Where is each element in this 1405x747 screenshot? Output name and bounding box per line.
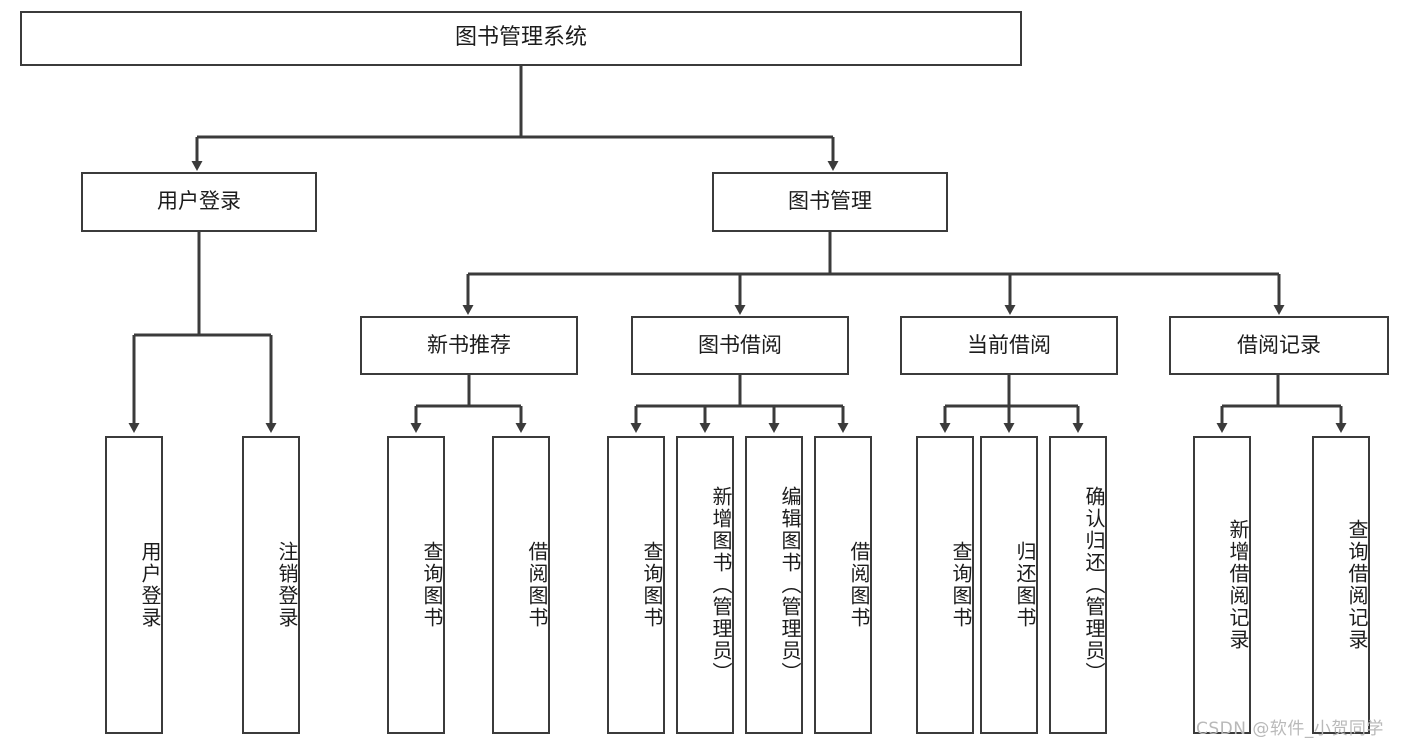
leaf-book-borrow-add[interactable]: 新增图书（管理员）: [676, 436, 734, 734]
leaf-new-book-query[interactable]: 查询图书: [387, 436, 445, 734]
node-label: 用户登录: [157, 189, 241, 214]
node-label: 用户登录: [138, 541, 162, 629]
node-label: 图书管理: [788, 189, 872, 214]
leaf-book-borrow-edit[interactable]: 编辑图书（管理员）: [745, 436, 803, 734]
leaf-user-login-login[interactable]: 用户登录: [105, 436, 163, 734]
node-label: 新增借阅记录: [1226, 519, 1250, 651]
node-label: 图书借阅: [698, 332, 782, 357]
node-label: 当前借阅: [967, 332, 1051, 357]
node-label: 归还图书: [1013, 541, 1037, 629]
node-label: 查询借阅记录: [1345, 519, 1369, 651]
node-label: 新增图书（管理员）: [709, 486, 733, 684]
node-current-borrow[interactable]: 当前借阅: [900, 316, 1118, 375]
leaf-current-borrow-confirm-return[interactable]: 确认归还（管理员）: [1049, 436, 1107, 734]
leaf-new-book-borrow[interactable]: 借阅图书: [492, 436, 550, 734]
node-label: 借阅图书: [847, 541, 871, 629]
leaf-borrow-record-add[interactable]: 新增借阅记录: [1193, 436, 1251, 734]
node-label: 查询图书: [420, 541, 444, 629]
node-label: 查询图书: [949, 541, 973, 629]
leaf-user-login-logout[interactable]: 注销登录: [242, 436, 300, 734]
node-user-login[interactable]: 用户登录: [81, 172, 317, 232]
leaf-book-borrow-query[interactable]: 查询图书: [607, 436, 665, 734]
node-label: 借阅图书: [525, 541, 549, 629]
node-borrow-record[interactable]: 借阅记录: [1169, 316, 1389, 375]
node-label: 新书推荐: [427, 332, 511, 357]
node-label: 注销登录: [275, 541, 299, 629]
node-label: 编辑图书（管理员）: [778, 486, 802, 684]
leaf-current-borrow-return[interactable]: 归还图书: [980, 436, 1038, 734]
node-root-library-system[interactable]: 图书管理系统: [20, 11, 1022, 66]
csdn-watermark: CSDN @软件_小贺同学: [1196, 719, 1384, 739]
node-label: 确认归还（管理员）: [1082, 486, 1106, 684]
leaf-borrow-record-query[interactable]: 查询借阅记录: [1312, 436, 1370, 734]
node-label: 借阅记录: [1237, 332, 1321, 357]
node-label: 图书管理系统: [454, 25, 587, 51]
leaf-current-borrow-query[interactable]: 查询图书: [916, 436, 974, 734]
node-book-management[interactable]: 图书管理: [712, 172, 948, 232]
node-book-borrow[interactable]: 图书借阅: [631, 316, 849, 375]
node-label: 查询图书: [640, 541, 664, 629]
leaf-book-borrow-borrow[interactable]: 借阅图书: [814, 436, 872, 734]
node-new-book-recommend[interactable]: 新书推荐: [360, 316, 578, 375]
